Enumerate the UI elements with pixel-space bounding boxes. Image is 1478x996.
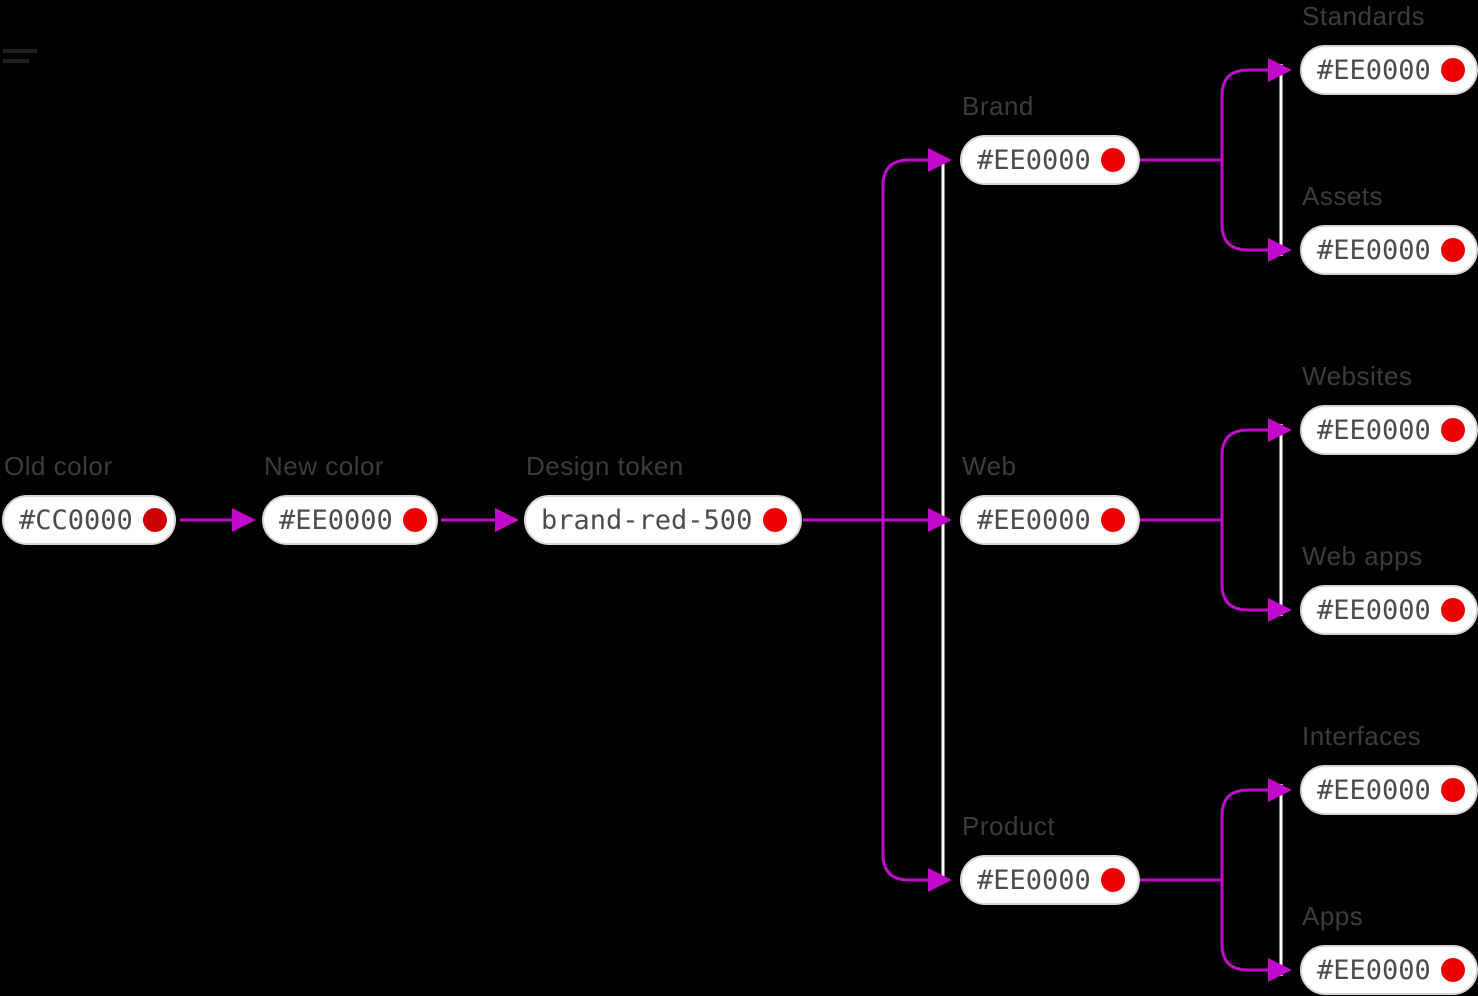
color-value: #EE0000 — [977, 504, 1091, 536]
color-chip-old: #CC0000 — [2, 495, 176, 545]
color-dot-icon — [1440, 418, 1465, 442]
color-value: #EE0000 — [1317, 54, 1431, 86]
color-chip-websites: #EE0000 — [1300, 405, 1478, 455]
color-value: #EE0000 — [279, 504, 393, 536]
node-label-design-token: Design token — [526, 451, 684, 482]
arrowhead-new — [232, 508, 256, 532]
color-value: #CC0000 — [19, 504, 133, 536]
node-label-apps: Apps — [1302, 901, 1364, 932]
node-new-color: New color #EE0000 — [262, 452, 438, 545]
color-dot-icon — [142, 508, 167, 532]
branch-product-to-apps — [1220, 880, 1269, 972]
node-websites: Websites #EE0000 — [1300, 362, 1478, 455]
node-web-apps: Web apps #EE0000 — [1300, 542, 1478, 635]
color-chip-product: #EE0000 — [960, 855, 1140, 905]
arrowhead-web — [928, 508, 952, 532]
arrowhead-websites — [1268, 418, 1292, 442]
branch-web-to-webapps — [1220, 520, 1269, 612]
node-label-old-color: Old color — [4, 451, 113, 482]
node-apps: Apps #EE0000 — [1300, 902, 1478, 995]
color-dot-icon — [1101, 148, 1125, 172]
cropped-ui-fragment — [3, 59, 29, 63]
color-value: #EE0000 — [1317, 774, 1431, 806]
color-chip-assets: #EE0000 — [1300, 225, 1478, 275]
color-chip-web-apps: #EE0000 — [1300, 585, 1478, 635]
branch-product-to-interfaces — [1220, 788, 1269, 880]
arrowhead-standards — [1268, 58, 1292, 82]
color-value: #EE0000 — [1317, 234, 1431, 266]
arrowhead-interfaces — [1268, 778, 1292, 802]
node-standards: Standards #EE0000 — [1300, 2, 1478, 95]
arrowhead-webapps — [1268, 598, 1292, 622]
branch-brand-to-assets — [1220, 160, 1269, 252]
color-dot-icon — [402, 508, 427, 532]
node-old-color: Old color #CC0000 — [2, 452, 176, 545]
node-label-assets: Assets — [1302, 181, 1384, 212]
token-chip: brand-red-500 — [524, 495, 802, 545]
node-label-product: Product — [962, 811, 1056, 842]
branch-web-to-websites — [1220, 428, 1269, 520]
color-chip-web: #EE0000 — [960, 495, 1140, 545]
color-value: #EE0000 — [977, 864, 1091, 896]
node-design-token: Design token brand-red-500 — [524, 452, 802, 545]
node-label-standards: Standards — [1302, 1, 1426, 32]
cropped-ui-fragment — [3, 49, 37, 53]
node-label-websites: Websites — [1302, 361, 1413, 392]
color-dot-icon — [763, 508, 787, 532]
color-chip-brand: #EE0000 — [960, 135, 1140, 185]
node-product: Product #EE0000 — [960, 812, 1140, 905]
node-label-web-apps: Web apps — [1302, 541, 1423, 572]
arrowhead-token — [495, 508, 519, 532]
node-interfaces: Interfaces #EE0000 — [1300, 722, 1478, 815]
color-dot-icon — [1440, 778, 1465, 802]
color-chip-interfaces: #EE0000 — [1300, 765, 1478, 815]
color-dot-icon — [1440, 238, 1465, 262]
color-value: #EE0000 — [1317, 594, 1431, 626]
color-dot-icon — [1101, 868, 1125, 892]
color-chip-apps: #EE0000 — [1300, 945, 1478, 995]
token-value: brand-red-500 — [541, 504, 753, 536]
color-value: #EE0000 — [1317, 954, 1431, 986]
branch-up-to-brand — [881, 158, 929, 520]
color-value: #EE0000 — [1317, 414, 1431, 446]
node-brand: Brand #EE0000 — [960, 92, 1140, 185]
node-web: Web #EE0000 — [960, 452, 1140, 545]
arrowhead-apps — [1268, 958, 1292, 982]
node-assets: Assets #EE0000 — [1300, 182, 1478, 275]
color-value: #EE0000 — [977, 144, 1091, 176]
node-label-web: Web — [962, 451, 1017, 482]
color-dot-icon — [1101, 508, 1125, 532]
color-chip-standards: #EE0000 — [1300, 45, 1478, 95]
node-label-interfaces: Interfaces — [1302, 721, 1422, 752]
node-label-brand: Brand — [962, 91, 1034, 122]
color-dot-icon — [1440, 58, 1465, 82]
node-label-new-color: New color — [264, 451, 385, 482]
branch-brand-to-standards — [1220, 68, 1269, 160]
color-dot-icon — [1440, 958, 1465, 982]
arrowhead-brand — [928, 148, 952, 172]
color-chip-new: #EE0000 — [262, 495, 438, 545]
arrowhead-product — [928, 868, 952, 892]
arrowhead-assets — [1268, 238, 1292, 262]
color-dot-icon — [1440, 598, 1465, 622]
branch-down-to-product — [881, 520, 929, 882]
